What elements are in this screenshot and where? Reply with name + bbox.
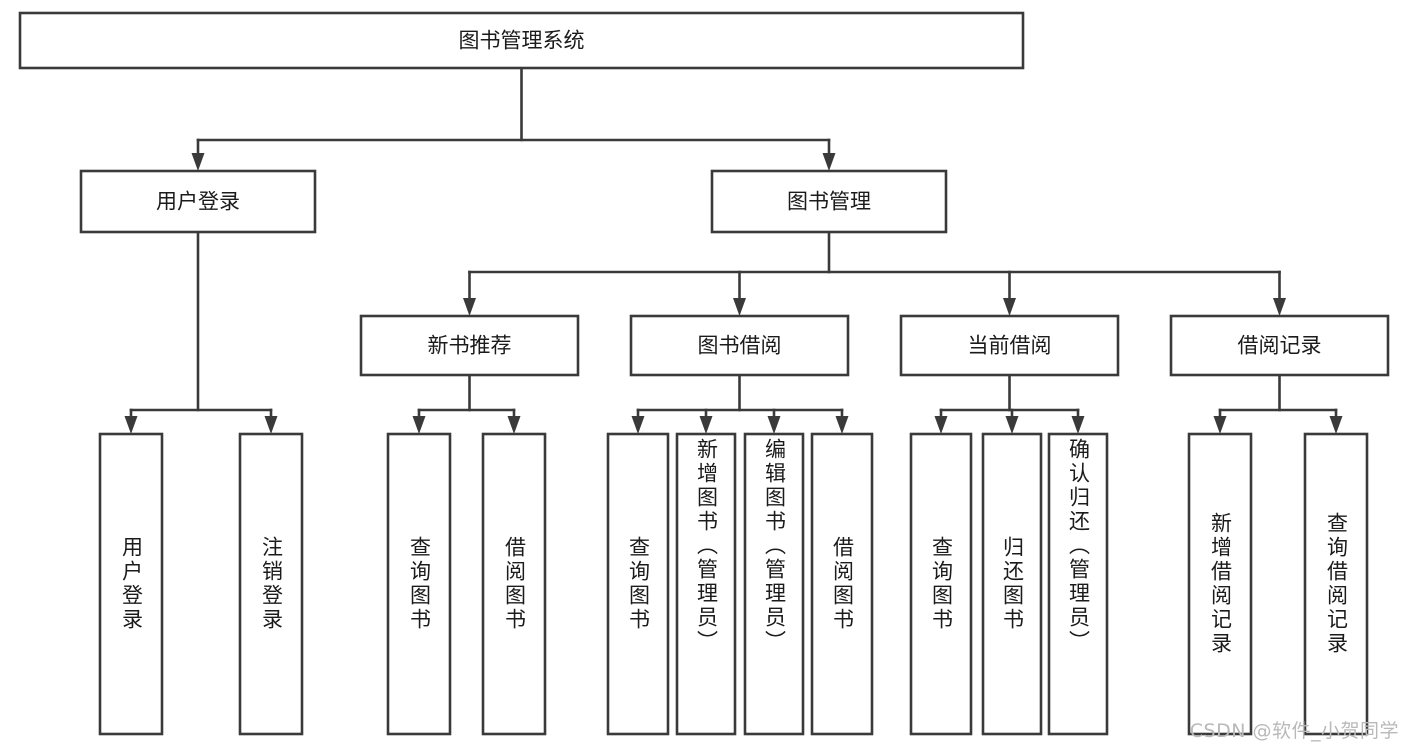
level3-node-1-box[interactable] bbox=[629, 314, 850, 377]
root-node-box[interactable] bbox=[18, 11, 1025, 70]
leaf-arrow-1-0-arrowhead bbox=[412, 416, 426, 434]
leaf-node-2-box[interactable] bbox=[386, 432, 452, 736]
connector-lines bbox=[124, 66, 1343, 434]
leaf-arrow-4-0-arrowhead bbox=[1213, 416, 1227, 434]
root-node-label: 图书管理系统 bbox=[459, 29, 585, 53]
node-boxes bbox=[18, 11, 1390, 736]
mgmt-to-l3-3-arrowhead bbox=[1273, 298, 1286, 316]
leaf-node-7-box[interactable] bbox=[810, 432, 874, 736]
level3-node-0-label: 新书推荐 bbox=[428, 334, 512, 358]
level2-node-1-label: 图书管理 bbox=[787, 190, 871, 214]
leaf-node-0-box[interactable] bbox=[98, 432, 164, 736]
watermark-text: CSDN @软件_小贺同学 bbox=[1189, 720, 1399, 742]
leaf-arrow-0-1-arrowhead bbox=[264, 416, 278, 434]
level3-node-2-label: 当前借阅 bbox=[968, 334, 1052, 358]
level2-node-0-label: 用户登录 bbox=[156, 190, 240, 214]
level3-node-3-label: 借阅记录 bbox=[1238, 334, 1322, 358]
leaf-node-12-box[interactable] bbox=[1303, 432, 1369, 736]
root-to-l2-1-arrowhead bbox=[822, 153, 836, 171]
leaf-node-9-box[interactable] bbox=[981, 432, 1043, 736]
level3-node-2-box[interactable] bbox=[899, 314, 1120, 377]
leaf-arrow-2-3-arrowhead bbox=[835, 416, 849, 434]
leaf-arrow-0-0-arrowhead bbox=[124, 416, 138, 434]
level2-node-0-box[interactable] bbox=[79, 169, 317, 234]
leaf-node-4-box[interactable] bbox=[606, 432, 670, 736]
leaf-arrow-4-1-arrowhead bbox=[1329, 416, 1343, 434]
leaf-arrow-3-1-arrowhead bbox=[1005, 416, 1019, 434]
leaf-node-10-box[interactable] bbox=[1047, 432, 1109, 736]
leaf-node-11-box[interactable] bbox=[1187, 432, 1253, 736]
mgmt-to-l3-2-arrowhead bbox=[1003, 298, 1016, 316]
level3-node-1-label: 图书借阅 bbox=[698, 334, 782, 358]
level3-node-0-box[interactable] bbox=[359, 314, 580, 377]
leaf-node-8-box[interactable] bbox=[909, 432, 973, 736]
mgmt-to-l3-1-arrowhead bbox=[733, 298, 746, 316]
level3-node-3-box[interactable] bbox=[1169, 314, 1390, 377]
leaf-arrow-3-2-arrowhead bbox=[1071, 416, 1085, 434]
leaf-node-5-box[interactable] bbox=[675, 432, 737, 736]
leaf-arrow-2-2-arrowhead bbox=[767, 416, 781, 434]
leaf-arrow-1-1-arrowhead bbox=[507, 416, 521, 434]
mgmt-to-l3-0-arrowhead bbox=[463, 298, 476, 316]
leaf-arrow-2-1-arrowhead bbox=[699, 416, 713, 434]
leaf-node-3-box[interactable] bbox=[481, 432, 547, 736]
leaf-node-1-box[interactable] bbox=[238, 432, 304, 736]
leaf-arrow-3-0-arrowhead bbox=[934, 416, 948, 434]
level2-node-1-box[interactable] bbox=[710, 169, 948, 234]
leaf-arrow-2-0-arrowhead bbox=[631, 416, 645, 434]
root-to-l2-0-arrowhead bbox=[191, 153, 205, 171]
leaf-node-6-box[interactable] bbox=[743, 432, 805, 736]
